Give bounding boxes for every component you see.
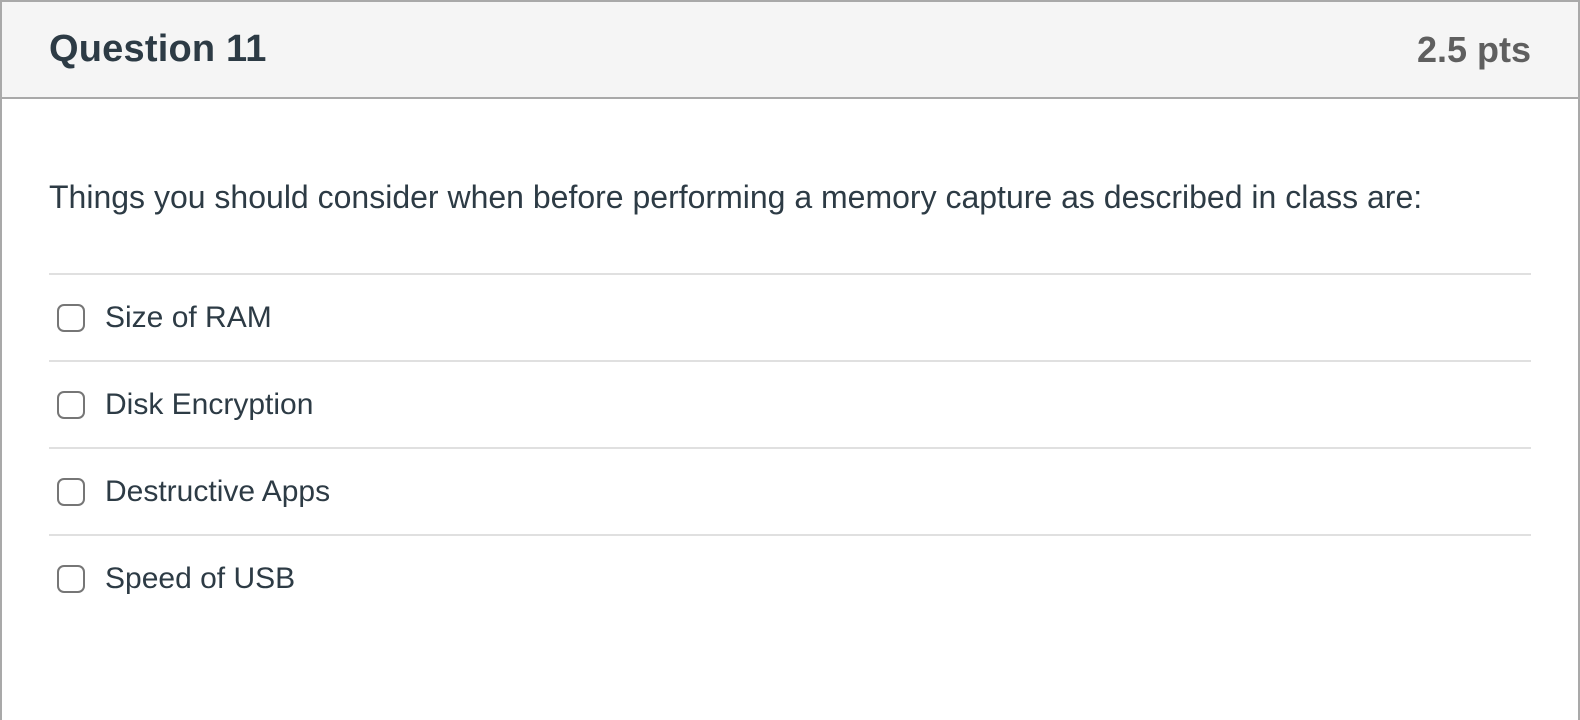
answer-checkbox[interactable] <box>57 303 85 332</box>
question-body: Things you should consider when before p… <box>2 99 1578 621</box>
answer-row: Speed of USB <box>49 534 1531 621</box>
answer-label[interactable]: Disk Encryption <box>105 387 314 421</box>
answer-checkbox[interactable] <box>57 477 85 506</box>
answer-checkbox[interactable] <box>57 564 85 593</box>
answer-row: Disk Encryption <box>49 360 1531 447</box>
answer-checkbox[interactable] <box>57 390 85 419</box>
answer-row: Destructive Apps <box>49 447 1531 534</box>
question-header: Question 11 2.5 pts <box>2 2 1578 99</box>
answer-list: Size of RAM Disk Encryption Destructive … <box>49 273 1531 621</box>
answer-row: Size of RAM <box>49 273 1531 360</box>
question-points: 2.5 pts <box>1416 28 1531 70</box>
answer-label[interactable]: Speed of USB <box>105 561 296 595</box>
answer-label[interactable]: Size of RAM <box>105 300 272 334</box>
answer-label[interactable]: Destructive Apps <box>105 474 331 508</box>
question-title: Question 11 <box>49 28 267 70</box>
question-text: Things you should consider when before p… <box>49 179 1423 215</box>
